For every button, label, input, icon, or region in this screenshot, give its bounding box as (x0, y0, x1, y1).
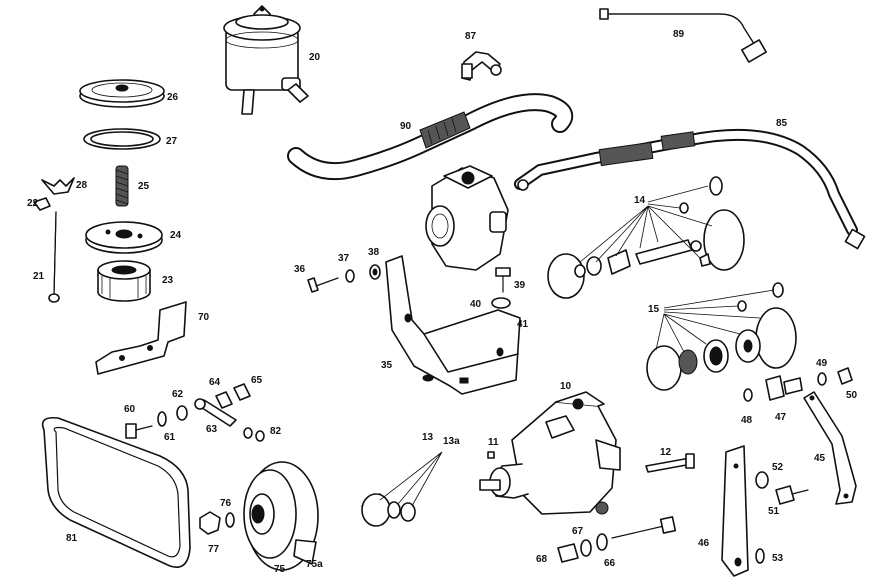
steering-pump-part (479, 391, 621, 515)
drive-belt-81-part (41, 416, 191, 568)
label-63: 63 (206, 424, 218, 435)
label-13a: 13a (443, 436, 460, 447)
pump-housing-part (425, 165, 509, 271)
label-65: 65 (251, 375, 263, 386)
label-12: 12 (660, 447, 672, 458)
label-45: 45 (814, 453, 826, 464)
leader-lines-14 (579, 185, 713, 263)
label-14: 14 (634, 195, 646, 206)
label-27: 27 (166, 136, 178, 147)
wing-nut-part (33, 177, 75, 211)
label-13: 13 (422, 432, 434, 443)
support-rod-45-part (803, 391, 857, 505)
label-38: 38 (368, 247, 380, 258)
label-21: 21 (33, 271, 45, 282)
label-10: 10 (560, 381, 572, 392)
label-37: 37 (338, 253, 350, 264)
label-67: 67 (572, 526, 584, 537)
pulley-75-part (243, 461, 319, 571)
hose-fitting-87-part (461, 51, 502, 81)
fitting-47-part (743, 367, 853, 402)
bolt-36-part (307, 264, 381, 293)
label-11: 11 (488, 437, 499, 448)
label-82: 82 (270, 426, 282, 437)
long-bolt-part (48, 211, 60, 303)
filter-plate-part (85, 221, 163, 254)
label-60: 60 (124, 404, 136, 415)
label-62: 62 (172, 389, 184, 400)
label-23: 23 (162, 275, 174, 286)
hose-90-part (287, 93, 574, 181)
label-28: 28 (76, 180, 88, 191)
bolt-12-part (645, 453, 695, 473)
label-70: 70 (198, 312, 210, 323)
leader-lines-15 (655, 289, 775, 353)
bracket-70-part (95, 301, 187, 375)
label-66: 66 (604, 558, 616, 569)
label-68: 68 (536, 554, 548, 565)
label-15: 15 (648, 304, 660, 315)
label-76: 76 (220, 498, 232, 509)
label-47: 47 (775, 412, 787, 423)
label-20: 20 (309, 52, 321, 63)
bolt-51-part (755, 471, 809, 564)
label-48: 48 (741, 415, 753, 426)
key-11-part (487, 451, 495, 459)
seal-13-part (361, 451, 443, 527)
label-90: 90 (400, 121, 412, 132)
bolt-60-part (125, 383, 265, 442)
label-25: 25 (138, 181, 150, 192)
label-53: 53 (772, 553, 784, 564)
reservoir-cover-part (79, 79, 165, 108)
label-51: 51 (768, 506, 780, 517)
label-87: 87 (465, 31, 477, 42)
label-35: 35 (381, 360, 393, 371)
label-36: 36 (294, 264, 306, 275)
filter-element-part (97, 260, 151, 302)
reservoir-part (223, 5, 309, 115)
label-49: 49 (816, 358, 828, 369)
label-22: 22 (27, 198, 39, 209)
seal-kit-15-part (646, 282, 797, 391)
label-41: 41 (517, 319, 529, 330)
label-75: 75 (274, 564, 286, 575)
label-50: 50 (846, 390, 858, 401)
bracket-35-part (385, 255, 521, 395)
label-85: 85 (776, 118, 788, 129)
plate-46-part (721, 445, 749, 577)
seal-kit-14-part (547, 176, 745, 299)
label-64: 64 (209, 377, 221, 388)
label-81: 81 (66, 533, 78, 544)
label-77: 77 (208, 544, 220, 555)
label-46: 46 (698, 538, 710, 549)
label-61: 61 (164, 432, 176, 443)
bolt-66-part (557, 501, 677, 563)
hose-85-part (514, 128, 866, 250)
gasket-ring-part (83, 128, 161, 150)
label-52: 52 (772, 462, 784, 473)
pipe-89-part (599, 8, 767, 63)
label-39: 39 (514, 280, 526, 291)
label-26: 26 (167, 92, 179, 103)
label-40: 40 (470, 299, 482, 310)
spring-part (115, 165, 129, 207)
label-24: 24 (170, 230, 182, 241)
label-89: 89 (673, 29, 685, 40)
nut-77-part (199, 511, 235, 535)
label-75a: 75a (306, 559, 323, 570)
